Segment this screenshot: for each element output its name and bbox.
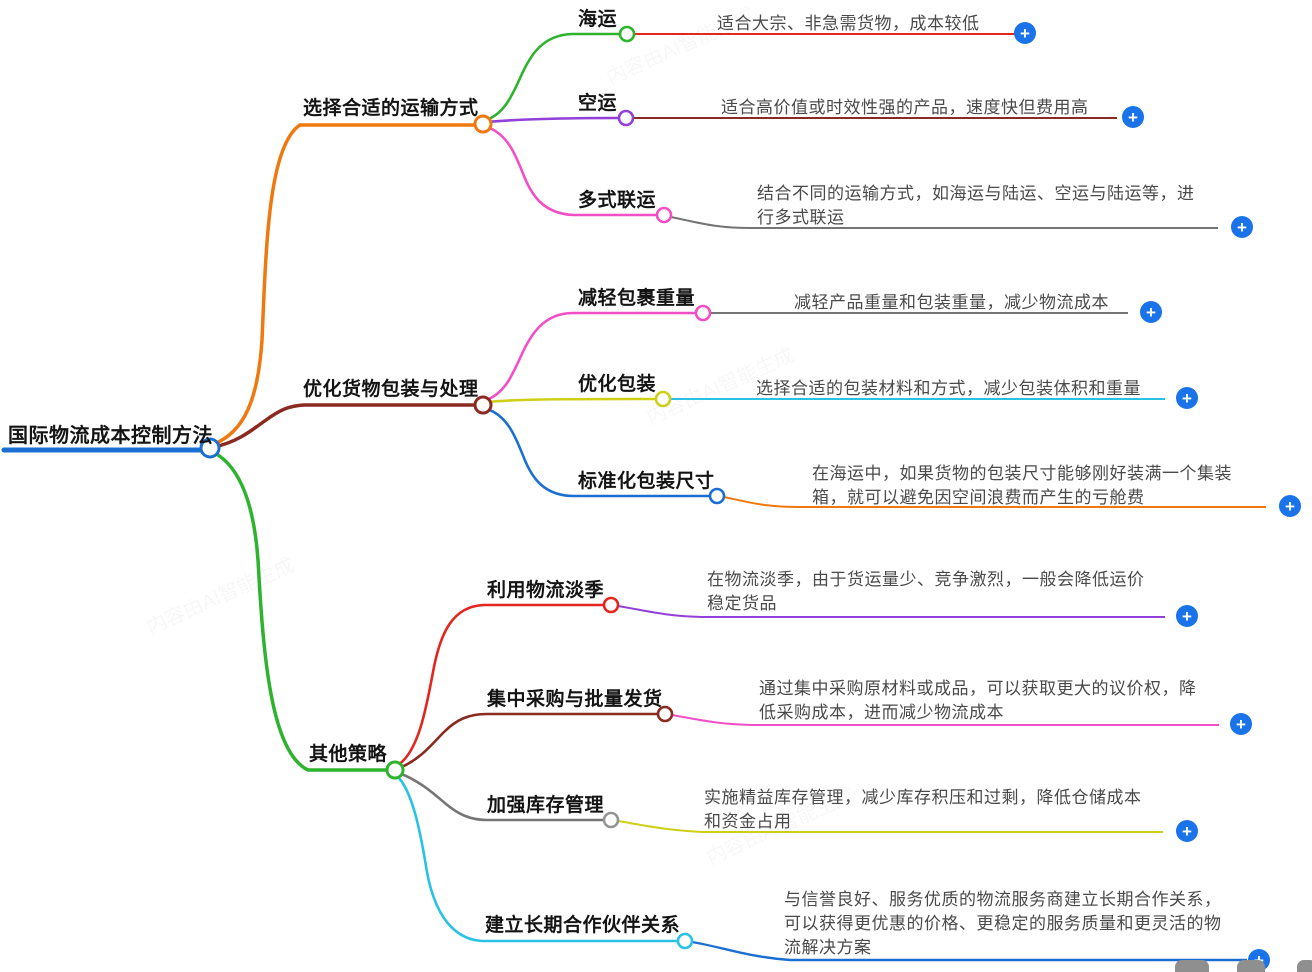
leaf-label-standardize-size[interactable]: 标准化包装尺寸 (578, 471, 715, 492)
leaf-desc-sea[interactable]: 适合大宗、非急需货物，成本较低 (717, 14, 980, 33)
leaf-label-multimodal[interactable]: 多式联运 (578, 190, 657, 211)
leaf-desc-multimodal[interactable]: 结合不同的运输方式，如海运与陆运、空运与陆运等，进行多式联运 (757, 184, 1195, 227)
node-handle-sea[interactable] (618, 25, 636, 43)
node-handle-centralized-purchasing[interactable] (656, 705, 674, 723)
line-centralized-purchasing-desc (671, 714, 1219, 726)
node-handle-packaging[interactable] (473, 395, 493, 415)
edge-reduce-weight (484, 311, 698, 402)
leaf-label-off-season[interactable]: 利用物流淡季 (487, 580, 605, 601)
line-long-term-partnership-desc (691, 940, 1247, 962)
edge-multimodal (485, 125, 659, 217)
leaf-label-optimize-packaging[interactable]: 优化包装 (578, 374, 657, 395)
leaf-label-sea[interactable]: 海运 (578, 9, 618, 30)
plus-icon: + (1182, 821, 1192, 841)
leaf-label-inventory-management[interactable]: 加强库存管理 (487, 795, 605, 816)
add-node-button-inventory-management[interactable]: + (1176, 820, 1198, 842)
edge-sea-freight (484, 32, 622, 122)
cutoff-shape (1237, 960, 1265, 972)
node-handle-off-season[interactable] (602, 596, 620, 614)
node-handle-transport[interactable] (473, 114, 493, 134)
branch-label-transport[interactable]: 选择合适的运输方式 (303, 98, 479, 119)
leaf-desc-off-season[interactable]: 在物流淡季，由于货运量少、竞争激烈，一般会降低运价稳定货品 (707, 570, 1145, 613)
edge-branch-transport (212, 123, 483, 446)
edge-off-season (396, 603, 606, 767)
edge-inventory-management (397, 771, 606, 822)
add-node-button-reduce-weight[interactable]: + (1140, 301, 1162, 323)
branch-label-packaging[interactable]: 优化货物包装与处理 (303, 379, 479, 400)
node-handle-standardize-size[interactable] (708, 487, 726, 505)
node-handle-optimize-packaging[interactable] (654, 390, 672, 408)
leaf-label-long-term-partnership[interactable]: 建立长期合作伙伴关系 (485, 915, 681, 936)
leaf-label-reduce-weight[interactable]: 减轻包裹重量 (578, 288, 696, 309)
leaf-desc-centralized-purchasing[interactable]: 通过集中采购原材料或成品，可以获取更大的议价权，降低采购成本，进而减少物流成本 (759, 679, 1197, 722)
plus-icon: + (1182, 606, 1192, 626)
leaf-desc-long-term-partnership[interactable]: 与信誉良好、服务优质的物流服务商建立长期合作关系，可以获得更优惠的价格、更稳定的… (784, 890, 1222, 957)
leaf-label-centralized-purchasing[interactable]: 集中采购与批量发货 (487, 689, 663, 710)
line-off-season-desc (617, 605, 1165, 618)
add-node-button-off-season[interactable]: + (1176, 605, 1198, 627)
edge-standardize-size (485, 407, 712, 498)
cutoff-shape (1297, 960, 1312, 972)
root-topic-label[interactable]: 国际物流成本控制方法 (8, 425, 213, 447)
line-inventory-management-desc (617, 820, 1163, 833)
add-node-button-centralized-purchasing[interactable]: + (1230, 713, 1252, 735)
leaf-desc-air[interactable]: 适合高价值或时效性强的产品，速度快但费用高 (721, 98, 1089, 117)
edge-branch-other (211, 450, 395, 772)
node-handle-inventory-management[interactable] (602, 811, 620, 829)
node-handle-multimodal[interactable] (655, 206, 673, 224)
add-node-button-standardize-size[interactable]: + (1279, 495, 1301, 517)
node-handle-long-term-partnership[interactable] (676, 932, 694, 950)
line-multimodal-desc (670, 216, 1218, 229)
branch-label-other[interactable]: 其他策略 (309, 744, 388, 765)
cutoff-shape (1175, 960, 1209, 972)
node-handle-other[interactable] (385, 760, 405, 780)
line-standardize-size-desc (723, 496, 1266, 508)
leaf-desc-standardize-size[interactable]: 在海运中，如果货物的包装尺寸能够刚好装满一个集装箱，就可以避免因空间浪费而产生的… (812, 464, 1232, 507)
leaf-desc-reduce-weight[interactable]: 减轻产品重量和包装重量，减少物流成本 (794, 293, 1109, 312)
plus-icon: + (1128, 107, 1138, 127)
edge-centralized-purchasing (397, 712, 660, 770)
node-handle-air[interactable] (617, 109, 635, 127)
plus-icon: + (1236, 714, 1246, 734)
leaf-label-air[interactable]: 空运 (578, 93, 618, 114)
edge-long-term-partnership (395, 774, 680, 943)
plus-icon: + (1237, 217, 1247, 237)
leaf-desc-optimize-packaging[interactable]: 选择合适的包装材料和方式，减少包装体积和重量 (756, 379, 1141, 398)
leaf-desc-inventory-management[interactable]: 实施精益库存管理，减少库存积压和过剩，降低仓储成本和资金占用 (704, 788, 1142, 831)
edge-optimize-packaging (485, 397, 658, 404)
edge-air-freight (485, 116, 620, 124)
add-node-button-air[interactable]: + (1122, 106, 1144, 128)
plus-icon: + (1146, 302, 1156, 322)
plus-icon: + (1182, 388, 1192, 408)
node-handle-reduce-weight[interactable] (694, 304, 712, 322)
node-handle-root[interactable] (199, 437, 221, 459)
plus-icon: + (1285, 496, 1295, 516)
add-node-button-sea[interactable]: + (1014, 22, 1036, 44)
plus-icon: + (1020, 23, 1030, 43)
add-node-button-multimodal[interactable]: + (1231, 216, 1253, 238)
add-node-button-optimize-packaging[interactable]: + (1176, 387, 1198, 409)
edge-branch-packaging (212, 403, 483, 449)
